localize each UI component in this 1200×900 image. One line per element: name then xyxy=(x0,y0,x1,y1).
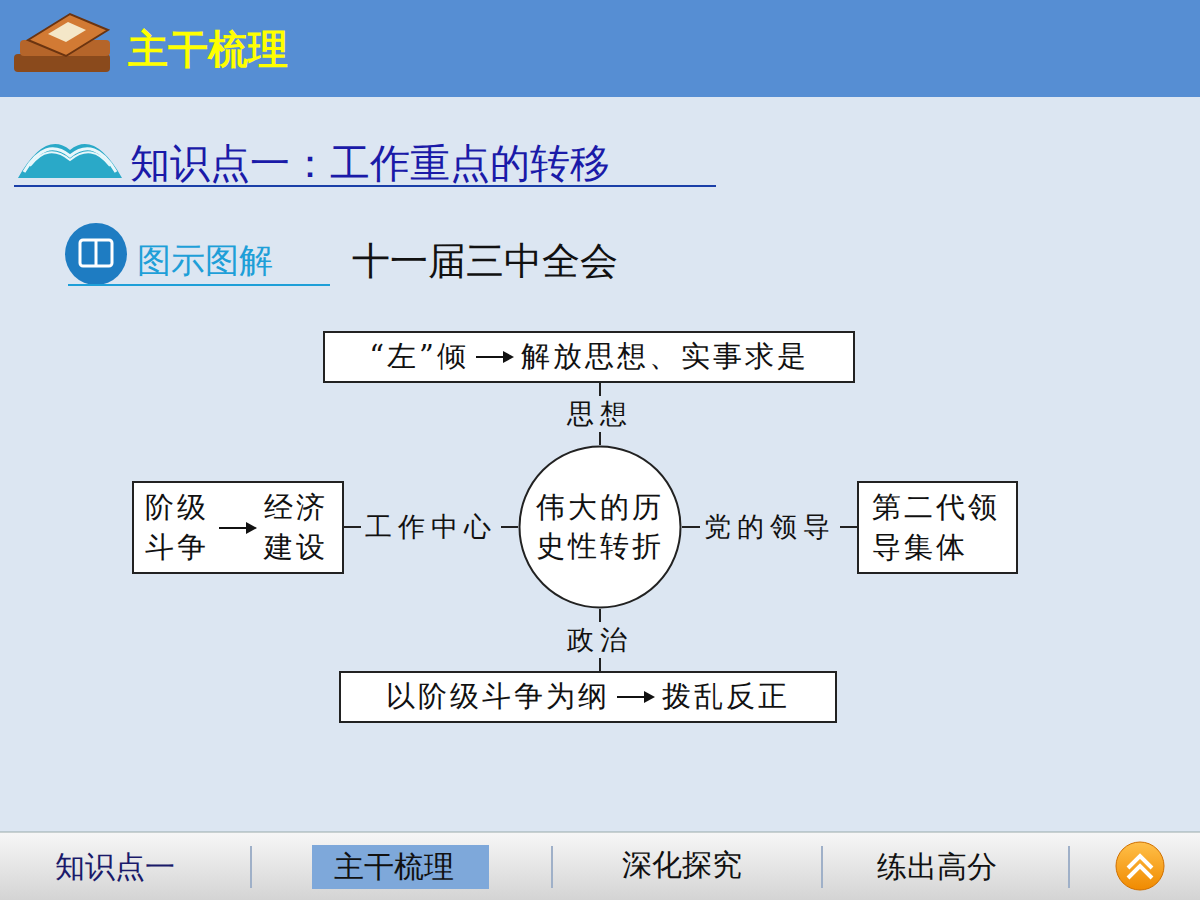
node-content: “左”倾 解放思想、实事求是 xyxy=(369,337,809,376)
node-content: 伟大的历史性转折 xyxy=(535,488,666,566)
nav-item: 知识点一 xyxy=(55,847,175,888)
open-book-icon xyxy=(18,144,122,178)
politics-box: 以阶级斗争为纲 拨乱反正 xyxy=(339,671,837,723)
edge-label: 思想 xyxy=(563,396,637,432)
edge-label: 工作中心 xyxy=(361,509,501,545)
book-circle-icon xyxy=(65,223,127,285)
node-text: 伟大的历史性转折 xyxy=(535,488,666,566)
section-underline xyxy=(68,284,330,286)
node-content: 阶级斗争经济建设 xyxy=(145,488,330,566)
edge-label: 政治 xyxy=(563,622,637,658)
node-content: 第二代领导集体 xyxy=(872,488,1003,566)
nav-separators xyxy=(251,846,1069,888)
nav-highlight xyxy=(312,845,489,889)
center-circle: 伟大的历史性转折 xyxy=(518,445,682,609)
up-button xyxy=(1116,842,1164,890)
idea-box: “左”倾 解放思想、实事求是 xyxy=(323,331,855,383)
node-text: 经济建设 xyxy=(264,488,331,566)
node-content: 以阶级斗争为纲 拨乱反正 xyxy=(386,677,790,716)
nav-item: 深化探究 xyxy=(622,845,742,886)
node-text: “左”倾 xyxy=(369,337,469,376)
section-heading: 图示图解 xyxy=(137,238,273,284)
topic-heading: 十一届三中全会 xyxy=(352,236,618,287)
node-text: 阶级斗争 xyxy=(145,488,212,566)
edge-label: 党的领导 xyxy=(700,509,840,545)
node-text: 拨乱反正 xyxy=(662,677,790,716)
work-center-box: 阶级斗争经济建设 xyxy=(132,481,344,574)
node-text: 以阶级斗争为纲 xyxy=(386,677,610,716)
leadership-box: 第二代领导集体 xyxy=(857,481,1018,574)
circle-outline xyxy=(518,445,682,609)
arrow-symbol xyxy=(218,520,258,536)
nav-bar xyxy=(0,832,1200,900)
slide-title: 主干梳理 xyxy=(128,22,288,77)
arrow-symbol xyxy=(616,689,656,705)
top-bar xyxy=(0,0,1200,97)
knowledge-heading: 知识点一：工作重点的转移 xyxy=(130,136,610,191)
node-text: 解放思想、实事求是 xyxy=(521,337,809,376)
book-stack-icon xyxy=(14,14,110,72)
node-text: 第二代领导集体 xyxy=(872,488,1003,566)
nav-item: 主干梳理 xyxy=(334,847,454,888)
arrow-symbol xyxy=(475,349,515,365)
nav-item: 练出高分 xyxy=(877,847,997,888)
